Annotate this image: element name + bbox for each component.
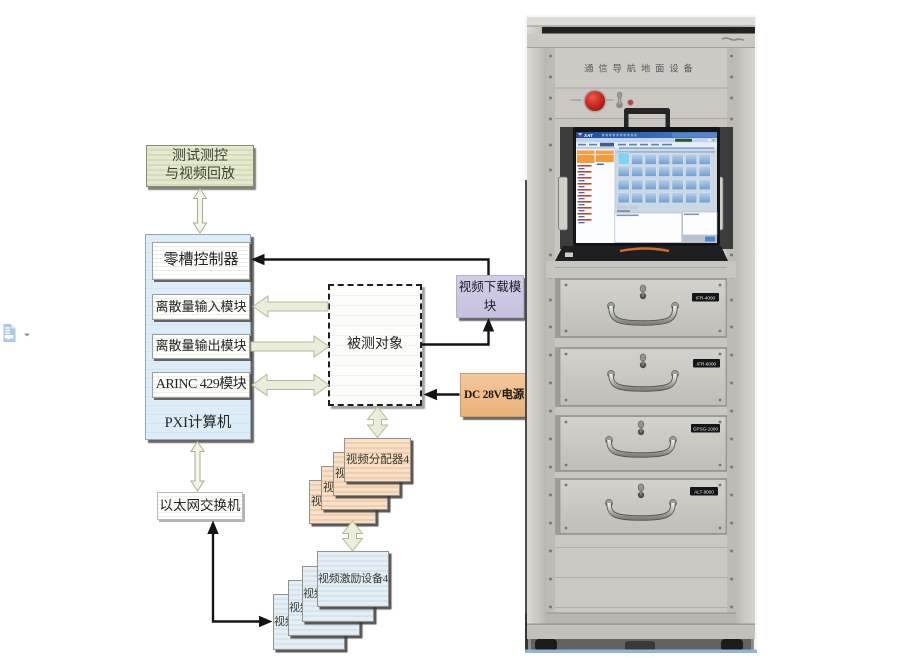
drawer-key-lock[interactable]	[639, 284, 647, 300]
arrowhead-into-slot0	[251, 253, 265, 266]
rack-base	[525, 612, 757, 653]
key-switch[interactable]	[616, 91, 623, 109]
screen-ok-button[interactable]	[705, 236, 715, 242]
rack-title: 通信导航地面设备	[584, 63, 698, 74]
monitor-handle[interactable]	[624, 108, 670, 114]
screen-logo: XAT	[583, 133, 594, 138]
line-ethernet-exciter	[211, 533, 260, 623]
drawer-key-lock[interactable]	[639, 353, 647, 369]
chevron-down-icon	[24, 333, 30, 337]
arrowhead-into-exciter	[259, 615, 273, 628]
box-discrete-input-module[interactable]: 离散量输入模块	[152, 294, 250, 320]
drawer-ifr6000[interactable]: IFR-6000	[555, 347, 727, 407]
arrow-splitter-exciter	[341, 520, 364, 552]
box-dc-28v-power[interactable]: DC 28V电源	[460, 373, 528, 417]
drawer-handle[interactable]	[607, 302, 679, 326]
arrowhead-into-ethernet	[207, 520, 219, 534]
photo-bottom-edge	[525, 649, 757, 653]
arrow-discrete-output-dut	[250, 335, 330, 358]
box-ethernet-switch[interactable]: 以太网交换机	[157, 492, 243, 520]
left-pull-handle[interactable]	[558, 176, 568, 231]
drawer-alt8000[interactable]: ALT-8000	[555, 478, 727, 535]
box-video-exciter-1[interactable]: 视频激励设备4	[317, 551, 389, 607]
emergency-stop-button[interactable]	[585, 91, 605, 111]
drawer-label-ifr4000: IFR-4000	[696, 295, 716, 300]
line-dut-videodownload	[422, 330, 490, 346]
box-test-control[interactable]: 测试测控 与视频回放	[146, 145, 254, 187]
drawer-label-alt8000: ALT-8000	[694, 489, 714, 494]
equipment-rack-photo: 通信导航地面设备	[525, 15, 757, 653]
rack-drawers: IFR-4000 IFR-	[555, 278, 727, 535]
drawer-label-plate	[692, 293, 719, 302]
box-test-control-line1: 测试测控	[172, 149, 228, 165]
power-led	[627, 99, 634, 106]
box-discrete-output-module[interactable]: 离散量输出模块	[152, 334, 250, 359]
box-test-control-line2: 与视频回放	[165, 167, 235, 182]
arrow-dut-splitter	[366, 406, 389, 439]
rack-blank-panels	[555, 535, 727, 613]
rack-monitor: XAT	[555, 108, 733, 261]
brand-mark	[721, 37, 745, 41]
drawer-label-plate	[693, 359, 720, 368]
arrowhead-into-dut	[423, 388, 437, 401]
arrow-arinc-dut	[251, 373, 330, 397]
comment-indicator[interactable]	[2, 323, 32, 343]
drawer-ifr4000[interactable]: IFR-4000	[555, 278, 727, 338]
arrow-dut-discrete-input	[252, 295, 329, 318]
rack-control-panel	[555, 88, 727, 119]
caster-wheels	[535, 639, 743, 651]
drawer-handle[interactable]	[605, 436, 677, 458]
drawer-gpsg1000[interactable]: GPSG-1000	[555, 415, 727, 472]
drawer-label-plate	[691, 424, 720, 433]
drawer-handle[interactable]	[607, 370, 679, 392]
drawer-handle[interactable]	[605, 499, 677, 521]
drawer-label-ifr6000: IFR-6000	[697, 361, 717, 366]
comment-document-icon	[3, 324, 16, 342]
box-video-splitter-1[interactable]: 视频分配器4	[344, 438, 411, 482]
line-videodownload-slot0	[263, 258, 490, 275]
box-arinc429-module[interactable]: ARINC 429模块	[152, 372, 250, 398]
arrow-pxi-ethernet	[190, 440, 205, 492]
drawer-label-plate	[690, 487, 718, 496]
drawer-label-gpsg1000: GPSG-1000	[693, 426, 718, 431]
box-slot0-controller[interactable]: 零槽控制器	[152, 242, 250, 280]
monitor-screen[interactable]: XAT	[576, 132, 718, 243]
label-pxi-computer: PXI计算机	[164, 414, 232, 431]
box-video-download-module[interactable]: 视频下载模块	[456, 275, 524, 318]
drawer-key-lock[interactable]	[637, 420, 645, 436]
box-device-under-test[interactable]: 被测对象	[328, 284, 422, 406]
rack-vent-slot	[542, 27, 755, 34]
drawer-key-lock[interactable]	[637, 483, 645, 499]
keyboard-tray	[555, 246, 728, 261]
arrowhead-into-videodownload	[482, 318, 495, 332]
arrow-testcontrol-pxi	[192, 187, 208, 234]
rack-title-panel: 通信导航地面设备	[555, 48, 727, 89]
tray-latch	[619, 247, 670, 253]
screen-button-grid	[617, 152, 711, 204]
